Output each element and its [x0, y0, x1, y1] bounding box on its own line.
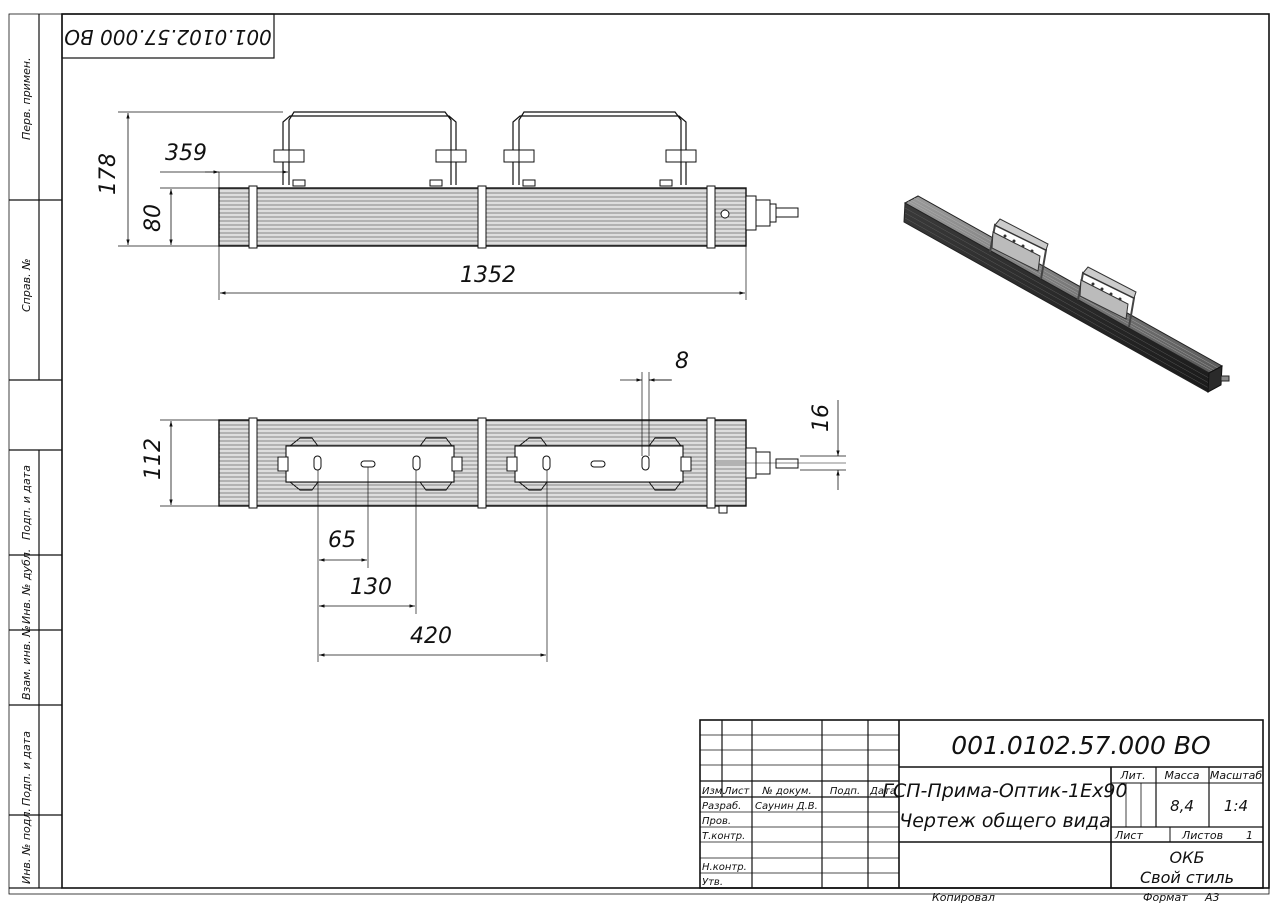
side-label-podp-data-2: Подп. и дата [20, 731, 33, 806]
side-label-perv-primen: Перв. примен. [20, 57, 33, 140]
lit-label: Лит. [1119, 769, 1145, 782]
title-block: 001.0102.57.000 ВО ГСП-Прима-Оптик-1Ex90… [699, 719, 1264, 889]
ground-screw [720, 209, 730, 219]
rotated-doc-code: 001.0102.57.000 ВО [64, 25, 272, 49]
row-razrab: Разраб. [702, 800, 741, 812]
list-label: Лист [1114, 829, 1143, 842]
massa-label: Масса [1164, 769, 1199, 782]
dim-1352: 1352 [460, 263, 516, 288]
row-prov: Пров. [702, 816, 731, 827]
listov-label: Листов [1181, 829, 1223, 842]
dim-65: 65 [328, 528, 356, 553]
top-view [218, 417, 846, 514]
front-dimensions: 178 80 359 1352 [96, 111, 747, 300]
dim-112: 112 [141, 438, 166, 480]
col-list: Лист [723, 786, 751, 797]
isometric-view [903, 195, 1230, 393]
dim-16: 16 [809, 404, 834, 432]
col-data: Дата [869, 786, 896, 797]
inner-frame [61, 13, 1270, 889]
product-name: ГСП-Прима-Оптик-1Ex90 [882, 780, 1127, 802]
doc-code: 001.0102.57.000 ВО [951, 731, 1211, 760]
format-label: Формат [1143, 891, 1188, 904]
dim-178: 178 [96, 153, 121, 195]
dim-359: 359 [165, 141, 207, 166]
side-label-vzam-inv: Взам. инв. № [20, 625, 33, 700]
org-line-2: Свой стиль [1140, 868, 1234, 887]
top-dimensions: 112 8 16 65 130 420 [141, 349, 846, 662]
dim-80: 80 [141, 204, 166, 232]
side-margin-table: Перв. примен. Справ. № Подп. и дата Инв.… [9, 14, 62, 889]
side-label-inv-dubl: Инв. № дубл. [20, 549, 33, 624]
side-label-podp-data-1: Подп. и дата [20, 465, 33, 540]
row-nkontr: Н.контр. [702, 862, 747, 873]
mounting-bracket-right [512, 111, 687, 185]
listov-value: 1 [1246, 829, 1253, 842]
masshtab-label: Масштаб [1210, 769, 1262, 782]
format-value: А3 [1204, 891, 1220, 904]
col-izm: Изм. [702, 786, 726, 797]
rotated-doc-stamp: 001.0102.57.000 ВО [61, 13, 275, 59]
row-tkontr: Т.контр. [702, 831, 745, 842]
org-line-1: ОКБ [1170, 848, 1205, 867]
massa-value: 8,4 [1170, 797, 1194, 815]
masshtab-value: 1:4 [1224, 797, 1248, 815]
front-view [218, 111, 799, 249]
kopiroval-label: Копировал [932, 891, 995, 904]
drawing-type: Чертеж общего вида [899, 810, 1111, 832]
dim-8: 8 [675, 349, 689, 374]
dim-420: 420 [410, 624, 452, 649]
dim-130: 130 [350, 575, 392, 600]
bracket-plates [277, 437, 692, 491]
col-podp: Подп. [830, 786, 860, 797]
bracket-bolts [273, 145, 697, 187]
mounting-bracket-left [282, 111, 457, 185]
razrab-name: Саунин Д.В. [755, 801, 818, 812]
row-utv: Утв. [702, 877, 723, 888]
side-label-sprav: Справ. № [20, 258, 33, 312]
col-no-dokum: № докум. [761, 786, 811, 797]
cable-gland-front [775, 207, 799, 218]
side-label-inv-podl: Инв. № подл. [20, 808, 33, 884]
cable-gland-top [775, 458, 799, 469]
